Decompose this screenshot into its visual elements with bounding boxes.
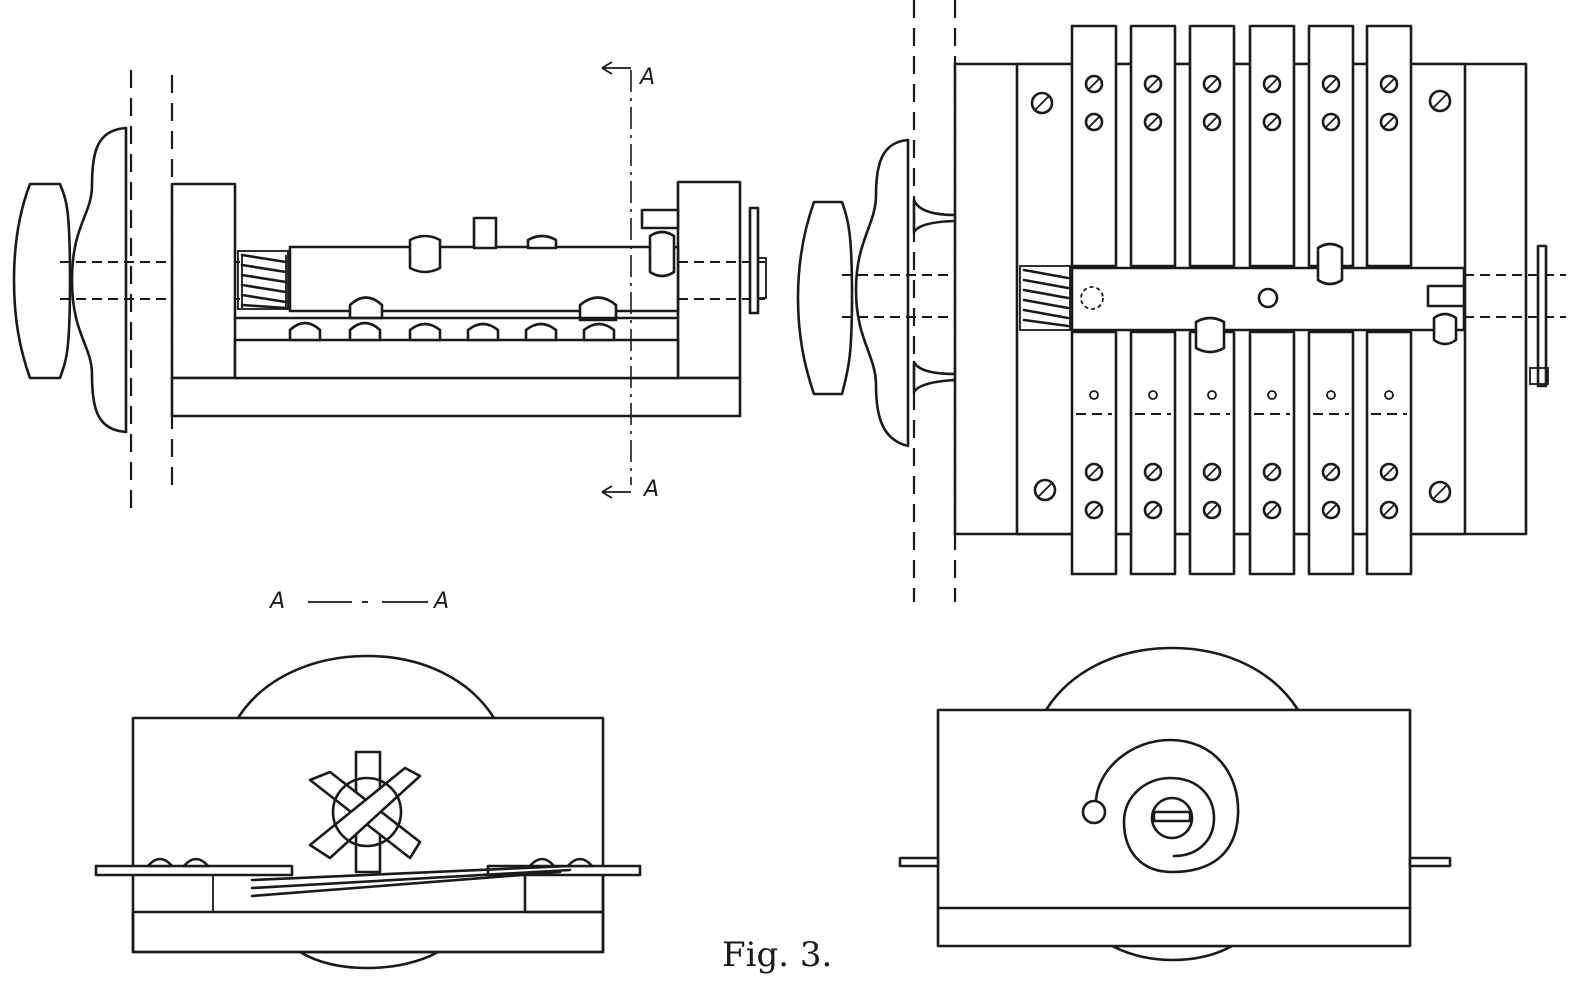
plan-coil-spring [1019, 265, 1071, 331]
contact-strip-2 [1129, 24, 1177, 576]
plan-view [796, 0, 1566, 602]
right-bearing-block [676, 180, 742, 380]
hatched-base [131, 910, 605, 954]
section-title-left: A [268, 589, 285, 614]
base-plate [170, 376, 742, 418]
coil-spring [237, 250, 289, 310]
contact-strip-5 [1307, 24, 1355, 576]
section-label-bottom: A [642, 477, 659, 502]
section-title-right: A [432, 589, 449, 614]
figure-caption: Fig. 3. [722, 935, 832, 975]
section-view: A A [94, 589, 642, 970]
contact-strip-3 [1188, 24, 1236, 576]
knob-disc-top [236, 654, 496, 720]
pin-top [472, 216, 498, 250]
shaft-bar [288, 245, 680, 313]
contact-strip [233, 338, 680, 380]
knurled-knob [12, 182, 72, 380]
plan-knurled-knob [796, 200, 854, 396]
star-wheel [308, 750, 422, 874]
contact-strip-6 [1365, 24, 1413, 576]
contact-strip-4 [1248, 24, 1296, 576]
corner-screws [1030, 89, 1452, 504]
contact-rivets [233, 296, 680, 342]
left-bearing-block [170, 182, 237, 380]
end-knob-disc [1044, 646, 1300, 712]
contact-strip-1 [1070, 24, 1118, 576]
contact-spring-strips [1070, 24, 1413, 576]
side-elevation-view: A A [12, 61, 767, 510]
cam-lug [408, 234, 442, 274]
knob-flange [70, 126, 128, 434]
end-view: Fig. 3. [722, 646, 1452, 975]
section-label-top: A [638, 65, 655, 90]
plan-shaft-bar [1070, 266, 1466, 332]
spiral-spring [1081, 738, 1240, 874]
end-housing [936, 708, 1412, 948]
